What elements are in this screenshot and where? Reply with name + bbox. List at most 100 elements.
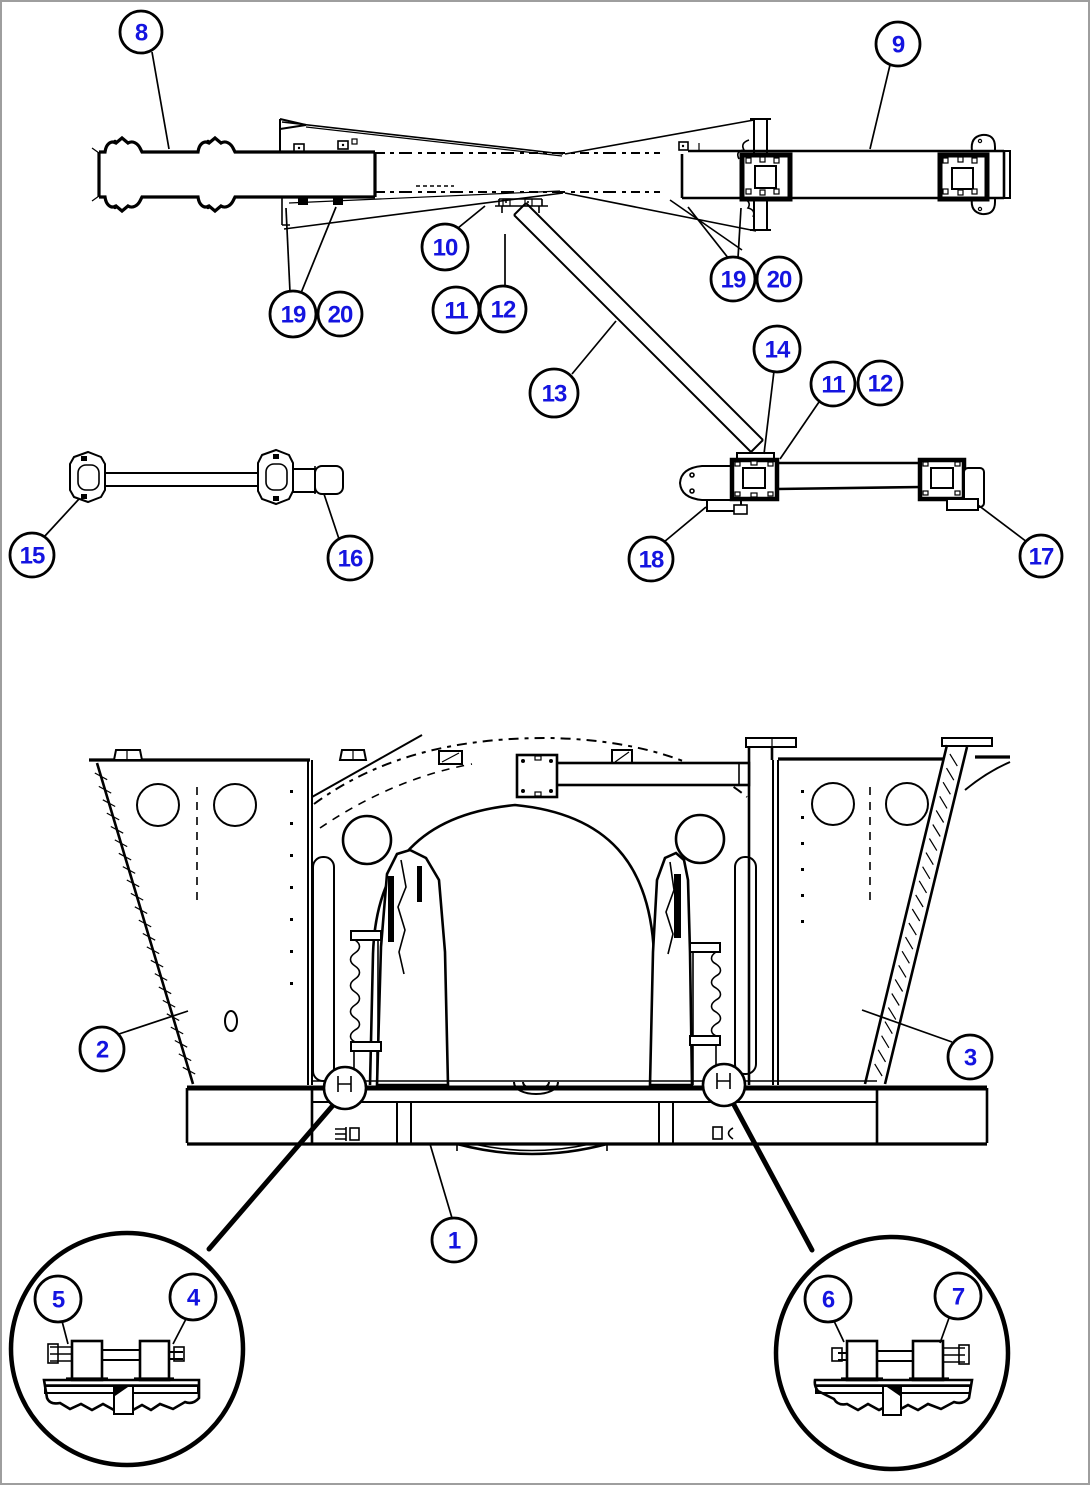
callout-1-number: 1: [448, 1228, 461, 1255]
callout-19[interactable]: 19: [709, 255, 757, 303]
leader-c2: [118, 1010, 189, 1035]
leader-c13: [571, 320, 617, 375]
callout-12-circle: [856, 359, 904, 407]
callout-2-circle: [78, 1025, 126, 1073]
callout-8-number: 8: [135, 20, 148, 47]
leader-c18: [663, 506, 707, 543]
callout-6-number: 6: [822, 1287, 835, 1314]
leader-c19b: [687, 206, 730, 260]
hatch-ticks: [94, 772, 196, 1075]
callout-7-circle: [933, 1271, 983, 1321]
callout-11-circle: [809, 360, 857, 408]
leader-c5: [61, 1320, 69, 1345]
callout-4-number: 4: [187, 1285, 201, 1312]
callout-9-circle: [874, 20, 922, 68]
callout-19-number: 19: [281, 302, 306, 329]
callout-1[interactable]: 1: [430, 1216, 478, 1264]
axle-beam-right: [564, 118, 1011, 251]
callout-20-number: 20: [328, 302, 353, 329]
callout-13-number: 13: [542, 381, 567, 408]
callout-8-circle: [118, 9, 164, 55]
callout-9[interactable]: 9: [874, 20, 922, 68]
callout-12-number: 12: [491, 297, 516, 324]
callout-12[interactable]: 12: [478, 284, 528, 334]
callout-19[interactable]: 19: [268, 289, 318, 339]
callout-1-circle: [430, 1216, 478, 1264]
hatch-ticks: [874, 753, 958, 1077]
callout-14-number: 14: [765, 337, 791, 364]
detail-right-circle: [773, 1234, 1011, 1472]
callout-19-circle: [709, 255, 757, 303]
callout-13[interactable]: 13: [528, 367, 580, 419]
callout-5[interactable]: 5: [33, 1274, 83, 1324]
right-panel: [772, 737, 1011, 1143]
callout-11[interactable]: 11: [809, 360, 857, 408]
callout-5-circle: [33, 1274, 83, 1324]
callout-11-number: 11: [821, 372, 845, 399]
callout-15[interactable]: 15: [8, 531, 56, 579]
callout-15-number: 15: [20, 543, 45, 570]
leader-c17: [977, 504, 1028, 543]
callout-18-circle: [627, 535, 675, 583]
stabilizer-beam: [678, 452, 985, 515]
leader-c16: [323, 493, 340, 540]
leader-c19a: [285, 207, 291, 293]
callout-12[interactable]: 12: [856, 359, 904, 407]
callout-6[interactable]: 6: [803, 1274, 853, 1324]
callout-3-circle: [946, 1033, 994, 1081]
callout-20[interactable]: 20: [755, 255, 803, 303]
callout-5-number: 5: [52, 1287, 65, 1314]
leader-c20b: [737, 207, 742, 259]
callout-6-circle: [803, 1274, 853, 1324]
callout-18[interactable]: 18: [627, 535, 675, 583]
callout-9-number: 9: [892, 32, 905, 59]
callout-10-circle: [420, 222, 470, 272]
leader-c20a: [300, 206, 337, 294]
callout-17-number: 17: [1029, 544, 1054, 571]
leader-c4: [172, 1318, 187, 1345]
callout-17[interactable]: 17: [1018, 533, 1064, 579]
callout-8[interactable]: 8: [118, 9, 164, 55]
callout-20[interactable]: 20: [316, 290, 364, 338]
frame-right-post: [745, 737, 797, 1085]
callout-14[interactable]: 14: [752, 324, 802, 374]
callout-12-circle: [478, 284, 528, 334]
leader-c3: [861, 1009, 953, 1043]
callout-11[interactable]: 11: [431, 285, 481, 335]
callout-14-circle: [752, 324, 802, 374]
callout-20-circle: [316, 290, 364, 338]
diagonal-rod: [513, 202, 764, 453]
callout-2[interactable]: 2: [78, 1025, 126, 1073]
callout-18-number: 18: [639, 547, 664, 574]
callout-15-circle: [8, 531, 56, 579]
leader-c15: [43, 498, 80, 538]
callout-11-number: 11: [444, 298, 468, 325]
callout-16-number: 16: [338, 546, 363, 573]
magnifier-pointer-left: [206, 1100, 338, 1252]
axle-hidden-section: [376, 152, 660, 193]
callout-13-circle: [528, 367, 580, 419]
leader-c9: [869, 64, 891, 150]
callout-20-circle: [755, 255, 803, 303]
callout-7-number: 7: [952, 1284, 965, 1311]
callout-3[interactable]: 3: [946, 1033, 994, 1081]
axle-beam-left: [91, 118, 564, 230]
callout-19-number: 19: [721, 267, 746, 294]
magnifier-pointer-right: [730, 1100, 815, 1253]
callout-16-circle: [326, 534, 374, 582]
callout-7[interactable]: 7: [933, 1271, 983, 1321]
attachment-points: [322, 1062, 747, 1111]
left-detail-content: [42, 1339, 201, 1415]
callout-16[interactable]: 16: [326, 534, 374, 582]
leader-c14: [763, 370, 775, 455]
leader-c10: [457, 205, 486, 229]
callout-17-circle: [1018, 533, 1064, 579]
leader-c11b: [779, 401, 820, 460]
callout-3-number: 3: [964, 1045, 977, 1072]
callout-4[interactable]: 4: [168, 1272, 218, 1322]
callout-4-circle: [168, 1272, 218, 1322]
callout-10[interactable]: 10: [420, 222, 470, 272]
callout-12-number: 12: [868, 371, 893, 398]
